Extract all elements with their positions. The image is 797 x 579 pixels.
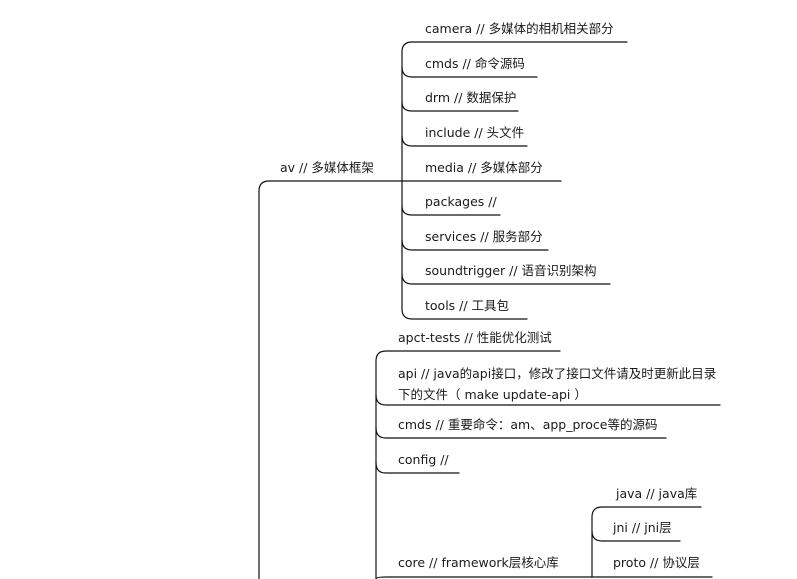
node-tools-label: tools // 工具包 [425, 298, 510, 313]
node-media[interactable]: media // 多媒体部分 [425, 158, 543, 178]
node-drm-label: drm // 数据保护 [425, 90, 517, 105]
node-services-label: services // 服务部分 [425, 229, 543, 244]
wire-camera [401, 41, 628, 182]
node-av[interactable]: av // 多媒体框架 [280, 158, 374, 178]
wire-config [375, 462, 460, 474]
node-include[interactable]: include // 头文件 [425, 123, 524, 143]
node-java-label: java // java库 [616, 486, 698, 501]
node-packages[interactable]: packages // [425, 192, 497, 212]
node-soundtrigger[interactable]: soundtrigger // 语音识别架构 [425, 261, 597, 281]
node-apct-tests-label: apct-tests // 性能优化测试 [398, 330, 552, 345]
node-services[interactable]: services // 服务部分 [425, 227, 543, 247]
node-camera-label: camera // 多媒体的相机相关部分 [425, 21, 614, 36]
node-cmds-av[interactable]: cmds // 命令源码 [425, 54, 525, 74]
wire-java [591, 506, 702, 578]
node-apct-tests[interactable]: apct-tests // 性能优化测试 [398, 328, 552, 348]
node-av-label: av // 多媒体框架 [280, 160, 374, 175]
node-camera[interactable]: camera // 多媒体的相机相关部分 [425, 19, 614, 39]
node-drm[interactable]: drm // 数据保护 [425, 88, 516, 108]
node-jni[interactable]: jni // jni层 [613, 518, 672, 538]
node-cmds-av-label: cmds // 命令源码 [425, 56, 525, 71]
node-media-label: media // 多媒体部分 [425, 160, 543, 175]
wire-api [375, 394, 721, 406]
node-core-label: core // framework层核心库 [398, 555, 559, 570]
wire-tools [401, 273, 528, 320]
node-java[interactable]: java // java库 [616, 484, 697, 504]
node-jni-label: jni // jni层 [613, 520, 672, 535]
node-tools[interactable]: tools // 工具包 [425, 296, 509, 316]
wire-cmds-base [375, 427, 667, 439]
node-api[interactable]: api // java的api接口，修改了接口文件请及时更新此目录下的文件（ m… [398, 363, 718, 405]
node-api-label: api // java的api接口，修改了接口文件请及时更新此目录下的文件（ m… [398, 366, 717, 402]
node-config-label: config // [398, 452, 449, 467]
wire-root-av [258, 180, 403, 579]
wire-drm [401, 101, 519, 112]
node-cmds-base-label: cmds // 重要命令：am、app_proce等的源码 [398, 417, 658, 432]
wire-apct [375, 350, 561, 579]
wire-jni [591, 530, 681, 542]
node-config[interactable]: config // [398, 450, 449, 470]
node-packages-label: packages // [425, 194, 497, 209]
node-proto[interactable]: proto // 协议层 [613, 553, 700, 573]
node-cmds-base[interactable]: cmds // 重要命令：am、app_proce等的源码 [398, 415, 658, 435]
node-core[interactable]: core // framework层核心库 [398, 553, 559, 573]
node-proto-label: proto // 协议层 [613, 555, 700, 570]
node-soundtrigger-label: soundtrigger // 语音识别架构 [425, 263, 597, 278]
wire-cmds-av [401, 66, 538, 78]
wire-include [401, 135, 528, 147]
node-include-label: include // 头文件 [425, 125, 525, 140]
